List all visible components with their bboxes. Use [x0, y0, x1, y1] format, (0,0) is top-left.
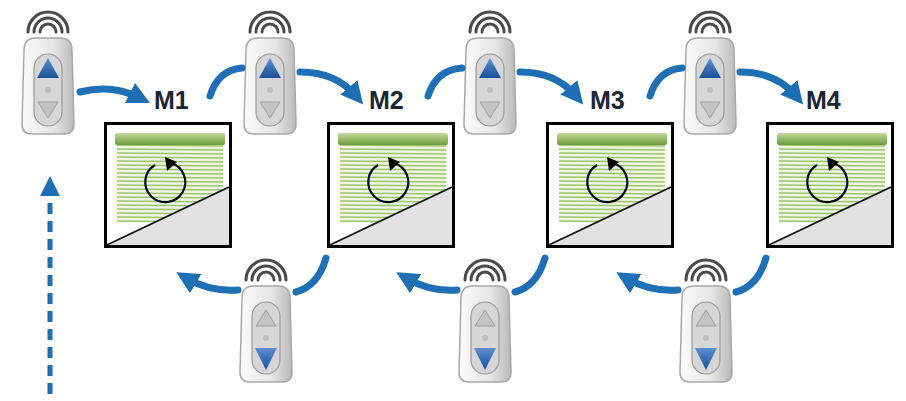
- motor-label: M1: [154, 85, 189, 115]
- blind-panel: M2: [327, 85, 455, 248]
- motor-label: M4: [806, 85, 841, 115]
- blind-illustration: [330, 125, 452, 245]
- blind-illustration: [549, 125, 671, 245]
- blind-frame: [766, 122, 894, 248]
- blind-panel: M4: [766, 85, 894, 248]
- blind-frame: [104, 122, 232, 248]
- blind-frame: [546, 122, 674, 248]
- blind-frame: [327, 122, 455, 248]
- blind-panel: M3: [546, 85, 674, 248]
- blind-illustration: [769, 125, 891, 245]
- blind-illustration: [107, 125, 229, 245]
- blind-panel: M1: [104, 85, 232, 248]
- motor-label: M3: [590, 85, 625, 115]
- motor-label: M2: [369, 85, 404, 115]
